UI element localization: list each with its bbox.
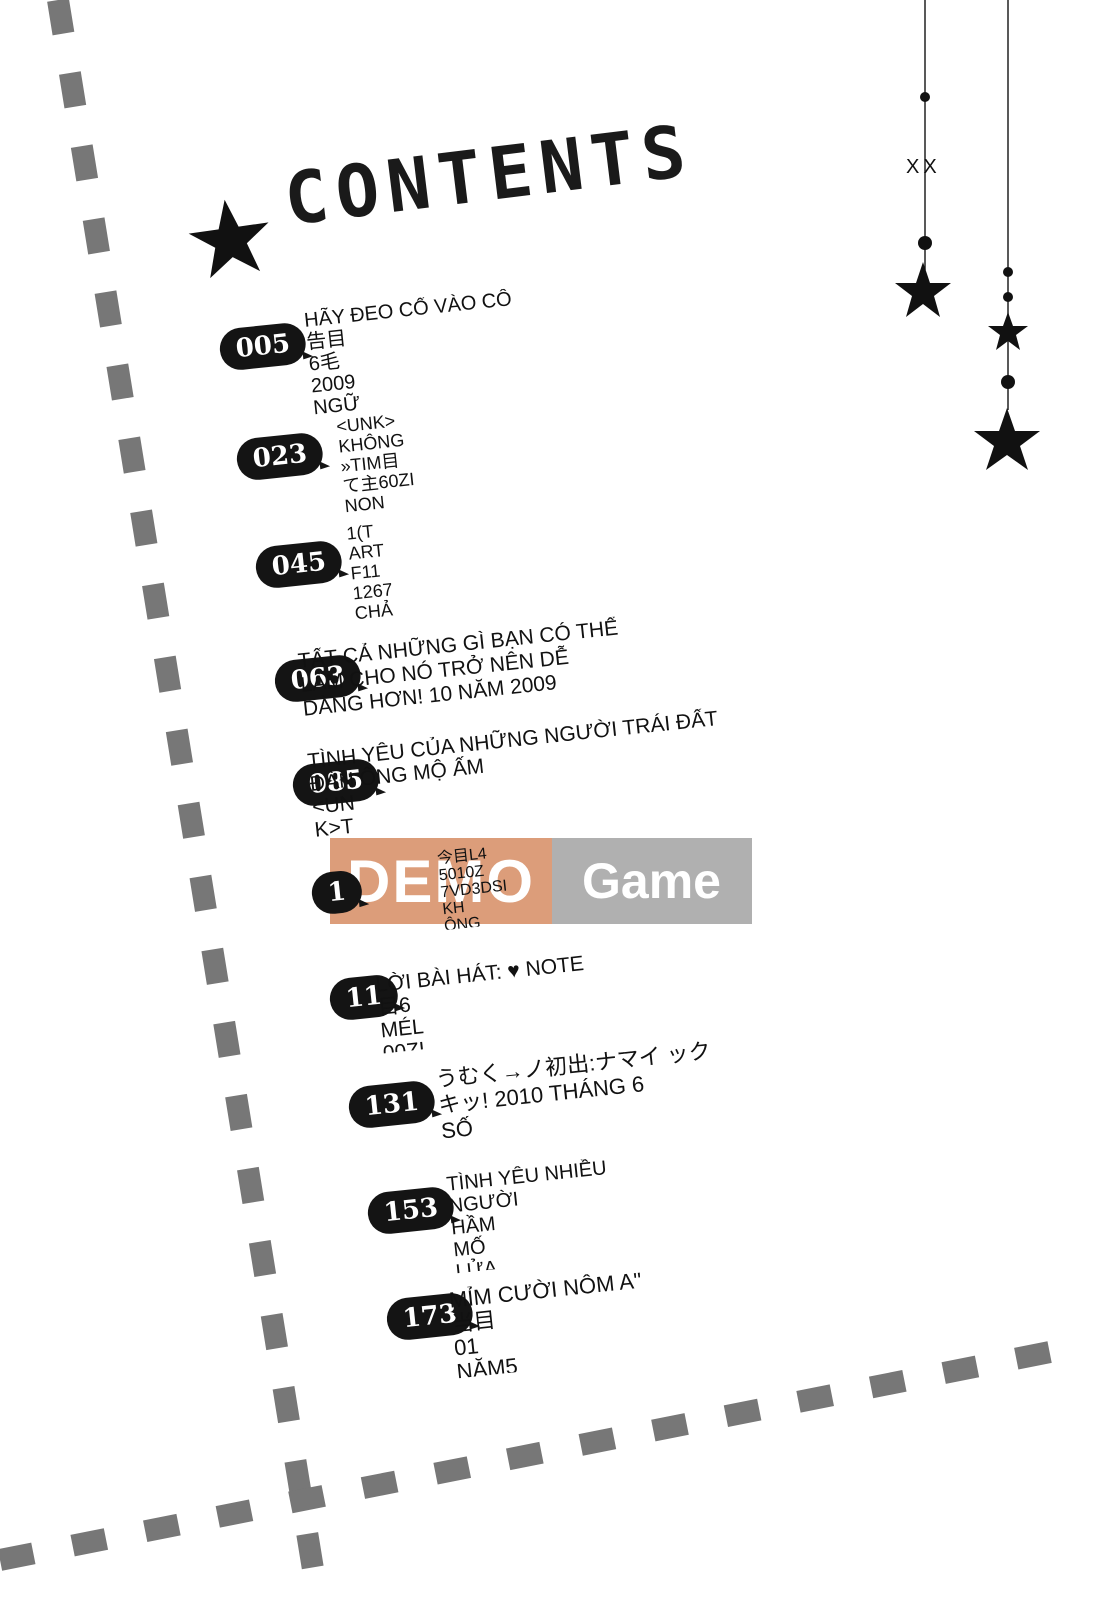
star-icon xyxy=(988,312,1028,350)
page-number-badge: 023 xyxy=(234,431,326,482)
toc-entry: 045 xyxy=(253,539,345,590)
hanging-strings xyxy=(924,0,1009,410)
dashed-border xyxy=(0,0,1063,1600)
toc-entry: 1 xyxy=(309,868,365,916)
page-number-badge: 005 xyxy=(217,321,309,372)
string-label: XX xyxy=(906,156,941,178)
toc-entry-title: 今目L4 5010Z 7VD3DSI KH ÔNG CHẮC:3 尽:限 目G … xyxy=(436,845,508,931)
watermark-banner: DEMO Game xyxy=(330,838,752,924)
toc-entry: 023 xyxy=(234,431,326,482)
star-icon xyxy=(188,199,269,279)
star-icon xyxy=(895,262,951,317)
string-beads xyxy=(918,92,1015,389)
page-number-badge: 045 xyxy=(253,539,345,590)
watermark-logo: DEMO xyxy=(330,838,552,924)
page-number-badge: 153 xyxy=(365,1185,457,1236)
star-icon xyxy=(974,408,1040,470)
toc-entry: 005 xyxy=(217,321,309,372)
page-number-badge: 1 xyxy=(309,868,365,916)
toc-entry: 153 xyxy=(365,1185,457,1236)
page-number-badge: 131 xyxy=(346,1079,438,1130)
watermark-text: Game xyxy=(582,853,721,909)
toc-entry: 131 xyxy=(346,1079,438,1130)
